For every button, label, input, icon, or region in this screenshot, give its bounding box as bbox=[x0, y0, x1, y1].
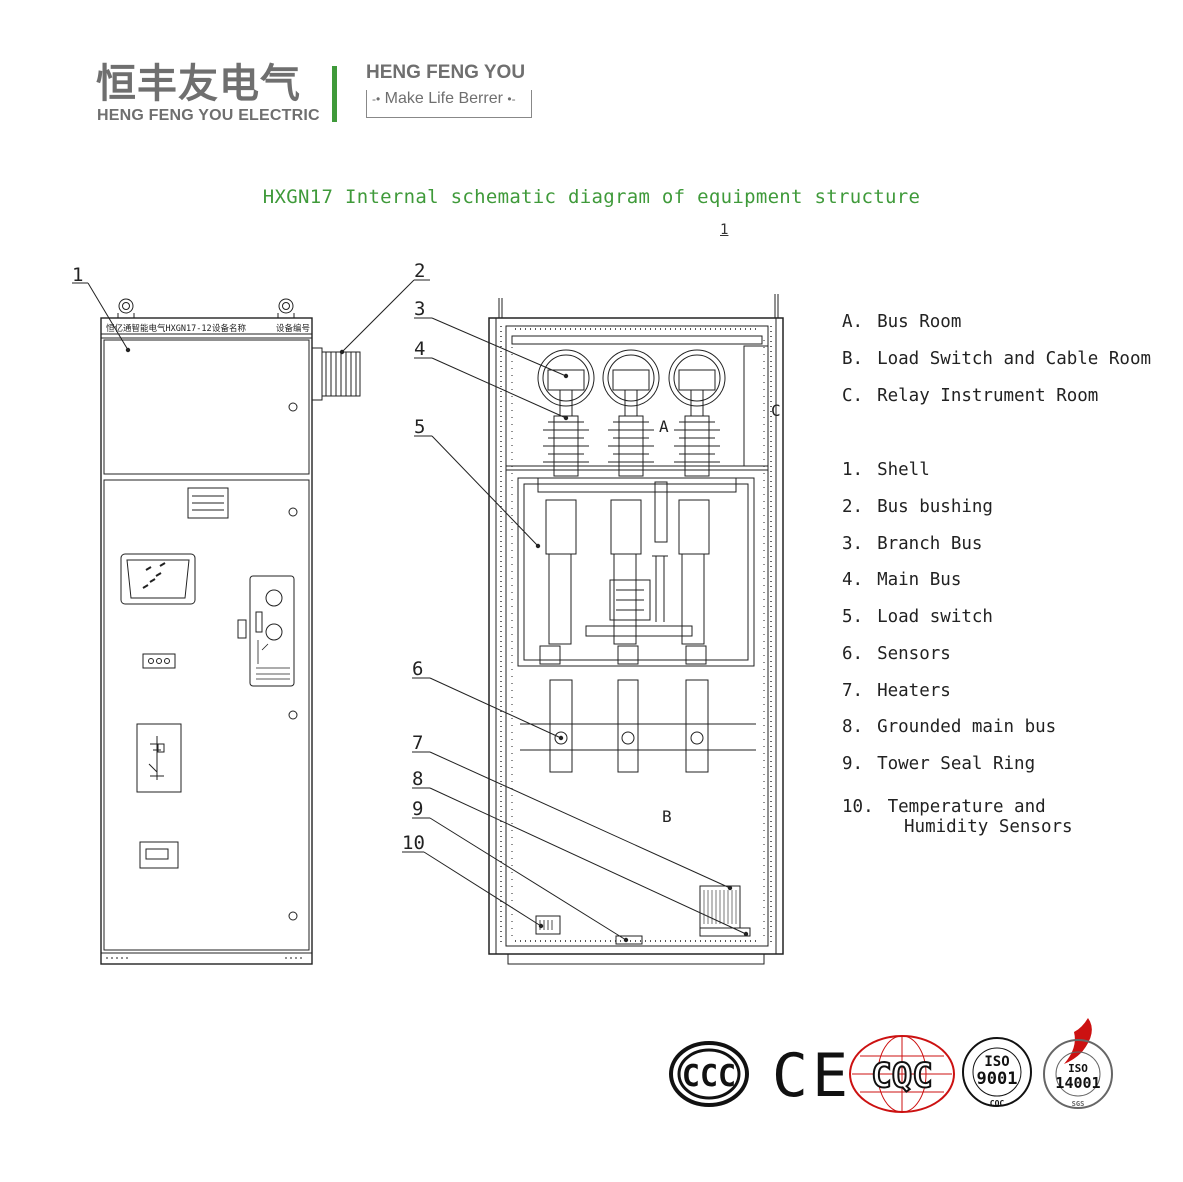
callout-5: 5 bbox=[414, 416, 425, 438]
callout-3: 3 bbox=[414, 298, 425, 320]
callout-9: 9 bbox=[412, 798, 423, 820]
callout-2: 2 bbox=[414, 260, 425, 282]
ccc-logo-text: CCC bbox=[682, 1059, 736, 1094]
slogan-frame bbox=[366, 90, 532, 118]
ccc-logo: CCC bbox=[669, 1041, 749, 1107]
legend-text: Branch Bus bbox=[877, 534, 983, 554]
legend-text: Load switch bbox=[877, 607, 993, 627]
certification-logos: CCC CE CQC ISO 9001 CQC ISO 14001 SGS bbox=[669, 1018, 1113, 1113]
legend-key: 10. bbox=[842, 797, 874, 817]
svg-text:ISO: ISO bbox=[1068, 1062, 1088, 1075]
legend-key: B. bbox=[842, 349, 864, 369]
iso9001-logo: ISO 9001 CQC bbox=[962, 1037, 1032, 1108]
cqc-logo-text: CQC bbox=[871, 1056, 932, 1096]
legend-part-1: 1. Shell bbox=[842, 460, 930, 480]
legend-text: Temperature and bbox=[887, 797, 1046, 817]
legend-part-2: 2. Bus bushing bbox=[842, 497, 993, 517]
cqc-logo: CQC bbox=[849, 1035, 955, 1113]
logo-divider bbox=[332, 66, 337, 122]
legend-text: Bus bushing bbox=[877, 497, 993, 517]
diagram-title: HXGN17 Internal schematic diagram of equ… bbox=[262, 186, 921, 208]
legend-key: 3. bbox=[842, 534, 864, 554]
legend-text: Bus Room bbox=[877, 312, 962, 332]
nameplate-device-name: 设备名称 bbox=[212, 323, 247, 334]
nameplate-device-id: 设备编号 bbox=[276, 323, 310, 334]
front-view-cabinet bbox=[100, 298, 361, 965]
callout-6: 6 bbox=[412, 658, 423, 680]
legend-part-5: 5. Load switch bbox=[842, 607, 993, 627]
legend-key: 9. bbox=[842, 754, 864, 774]
legend-text: Heaters bbox=[877, 681, 951, 701]
callout-1: 1 bbox=[72, 264, 83, 286]
legend-room-c: C. Relay Instrument Room bbox=[842, 386, 1098, 406]
slogan-text: Make Life Berrer bbox=[384, 90, 503, 107]
section-view-cabinet bbox=[488, 294, 784, 965]
slogan: -• Make Life Berrer •- bbox=[372, 90, 516, 107]
brand-name: HENG FENG YOU bbox=[366, 62, 526, 83]
legend-part-4: 4. Main Bus bbox=[842, 570, 961, 590]
legend-text: Sensors bbox=[877, 644, 951, 664]
svg-text:14001: 14001 bbox=[1055, 1074, 1100, 1092]
legend-text: Tower Seal Ring bbox=[877, 754, 1036, 774]
ce-logo-text: CE bbox=[772, 1041, 852, 1111]
legend-part-8: 8. Grounded main bus bbox=[842, 717, 1056, 737]
sheet-number: 1 bbox=[720, 222, 729, 238]
legend-text: Shell bbox=[877, 460, 930, 480]
legend-key: 1. bbox=[842, 460, 864, 480]
legend-part-7: 7. Heaters bbox=[842, 681, 951, 701]
legend-key: 8. bbox=[842, 717, 864, 737]
room-label-b: B bbox=[662, 807, 672, 826]
iso14001-logo: ISO 14001 SGS bbox=[1043, 1018, 1113, 1109]
iso9001-sub-text: CQC bbox=[990, 1099, 1005, 1108]
legend-room-b: B. Load Switch and Cable Room bbox=[842, 349, 1151, 369]
legend-key: 4. bbox=[842, 570, 864, 590]
legend-part-6: 6. Sensors bbox=[842, 644, 951, 664]
legend-key: C. bbox=[842, 386, 864, 406]
legend-text: Load Switch and Cable Room bbox=[877, 349, 1152, 369]
legend-key: 2. bbox=[842, 497, 864, 517]
callout-leaders bbox=[72, 279, 747, 941]
legend-room-a: A. Bus Room bbox=[842, 312, 961, 332]
legend-text: Main Bus bbox=[877, 570, 962, 590]
callout-8: 8 bbox=[412, 768, 423, 790]
svg-text:ISO: ISO bbox=[984, 1054, 1009, 1070]
nameplate-model: 恒亿通智能电气HXGN17-12 bbox=[106, 323, 212, 334]
legend-key: A. bbox=[842, 312, 864, 332]
legend-text: Grounded main bus bbox=[877, 717, 1057, 737]
legend-text-continued: Humidity Sensors bbox=[904, 817, 1073, 837]
legend-key: 7. bbox=[842, 681, 864, 701]
iso14001-sub-text: SGS bbox=[1072, 1100, 1085, 1108]
svg-text:9001: 9001 bbox=[977, 1069, 1018, 1089]
callout-7: 7 bbox=[412, 732, 423, 754]
room-label-a: A bbox=[659, 417, 669, 436]
ce-logo: CE bbox=[772, 1041, 852, 1111]
logo-english: HENG FENG YOU ELECTRIC bbox=[97, 107, 320, 124]
callout-4: 4 bbox=[414, 338, 425, 360]
legend-part-9: 9. Tower Seal Ring bbox=[842, 754, 1035, 774]
room-label-c: C bbox=[771, 401, 781, 420]
legend-key: 6. bbox=[842, 644, 864, 664]
legend-part-3: 3. Branch Bus bbox=[842, 534, 982, 554]
legend-text: Relay Instrument Room bbox=[877, 386, 1099, 406]
callout-10: 10 bbox=[402, 832, 425, 854]
legend-key: 5. bbox=[842, 607, 864, 627]
logo-chinese: 恒丰友电气 bbox=[96, 61, 301, 107]
